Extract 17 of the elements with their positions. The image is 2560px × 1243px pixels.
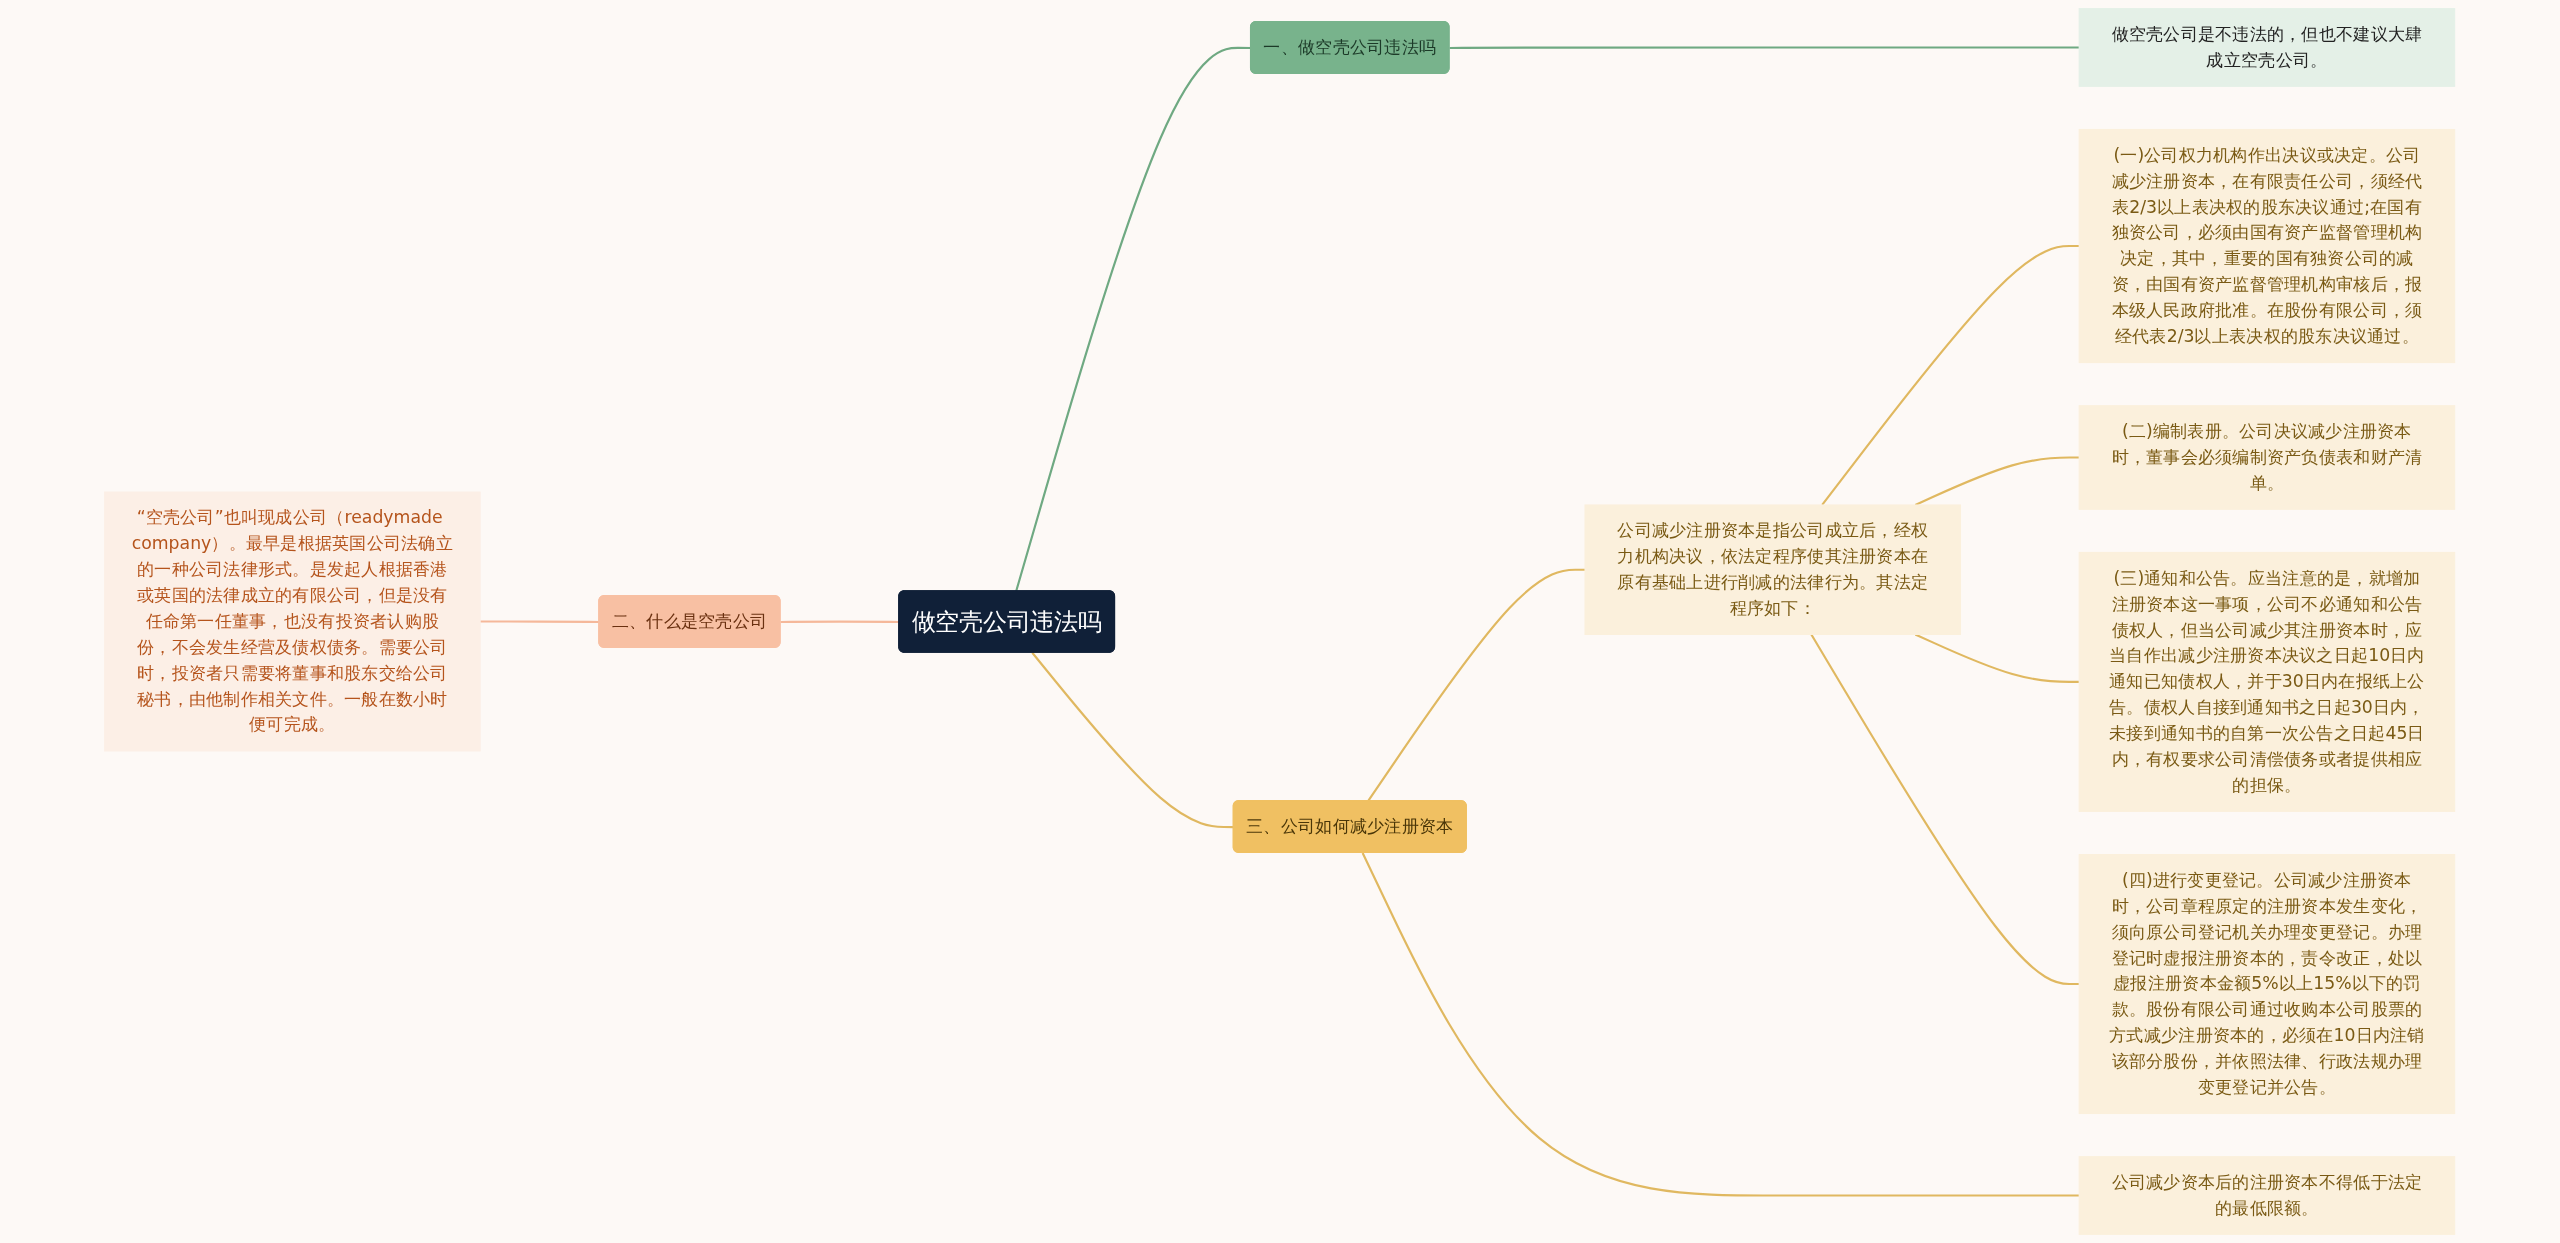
node-box: 公司减少注册资本是指公司成立后，经权力机构决议，依法定程序使其注册资本在原有基础上进行削减的法律行为。其法定程序如下：: [1584, 504, 1962, 635]
connector: [1449, 46, 2080, 50]
connector: [780, 620, 900, 624]
connector: [1915, 456, 2080, 506]
connector: [480, 620, 600, 624]
node-box: (四)进行变更登记。公司减少注册资本时，公司章程原定的注册资本发生变化，须向原公司登记机关办理变更登记。办理登记时虚报注册资本的，责令改正，处以虚报注册资本金额5%以上15%以下的罚款。股份有限公司通过收购本公司股票的方式减少注册资本的，必须在10日内注销该部分股份，并依照法律、行政法规办理变更登记并公告。: [2079, 854, 2456, 1115]
connector: [1810, 633, 2080, 986]
connector: [1915, 633, 2080, 683]
connector: [1362, 852, 2080, 1197]
connector: [1821, 244, 2080, 506]
node-box: 做空壳公司是不违法的，但也不建议大肆成立空壳公司。: [2079, 8, 2456, 87]
node-box: “空壳公司”也叫现成公司（readymade company）。最早是根据英国公司法确立的一种公司法律形式。是发起人根据香港或英国的法律成立的有限公司，但是没有任命第一任董事，也没有投资者认购股份，不会发生经营及债权债务。需要公司时，投资者只需要将董事和股东交给公司秘书，由他制作相关文件。一般在数小时便可完成。: [104, 491, 481, 752]
node-box: 公司减少资本后的注册资本不得低于法定的最低限额。: [2079, 1156, 2456, 1235]
connector: [1367, 568, 1586, 802]
node-box: (二)编制表册。公司决议减少注册资本时，董事会必须编制资产负债表和财产清单。: [2079, 405, 2456, 510]
node-box: (一)公司权力机构作出决议或决定。公司减少注册资本，在有限责任公司，须经代表2/3以上表决权的股东决议通过;在国有独资公司，必须由国有资产监督管理机构决定，其中，重要的国有独资公司的减资，由国有资产监督管理机构审核后，报本级人民政府批准。在股份有限公司，须经代表2/3以上表决权的股东决议通过。: [2079, 128, 2456, 364]
node-box: (三)通知和公告。应当注意的是，就增加注册资本这一事项，公司不必通知和公告债权人，但当公司减少其注册资本时，应当自作出减少注册资本决议之日起10日内通知已知债权人，并于30日内在报纸上公告。债权人自接到通知书之日起30日内，未接到通知书的自第一次公告之日起45日内，有权要求公司清偿债务或者提供相应的担保。: [2079, 551, 2456, 812]
